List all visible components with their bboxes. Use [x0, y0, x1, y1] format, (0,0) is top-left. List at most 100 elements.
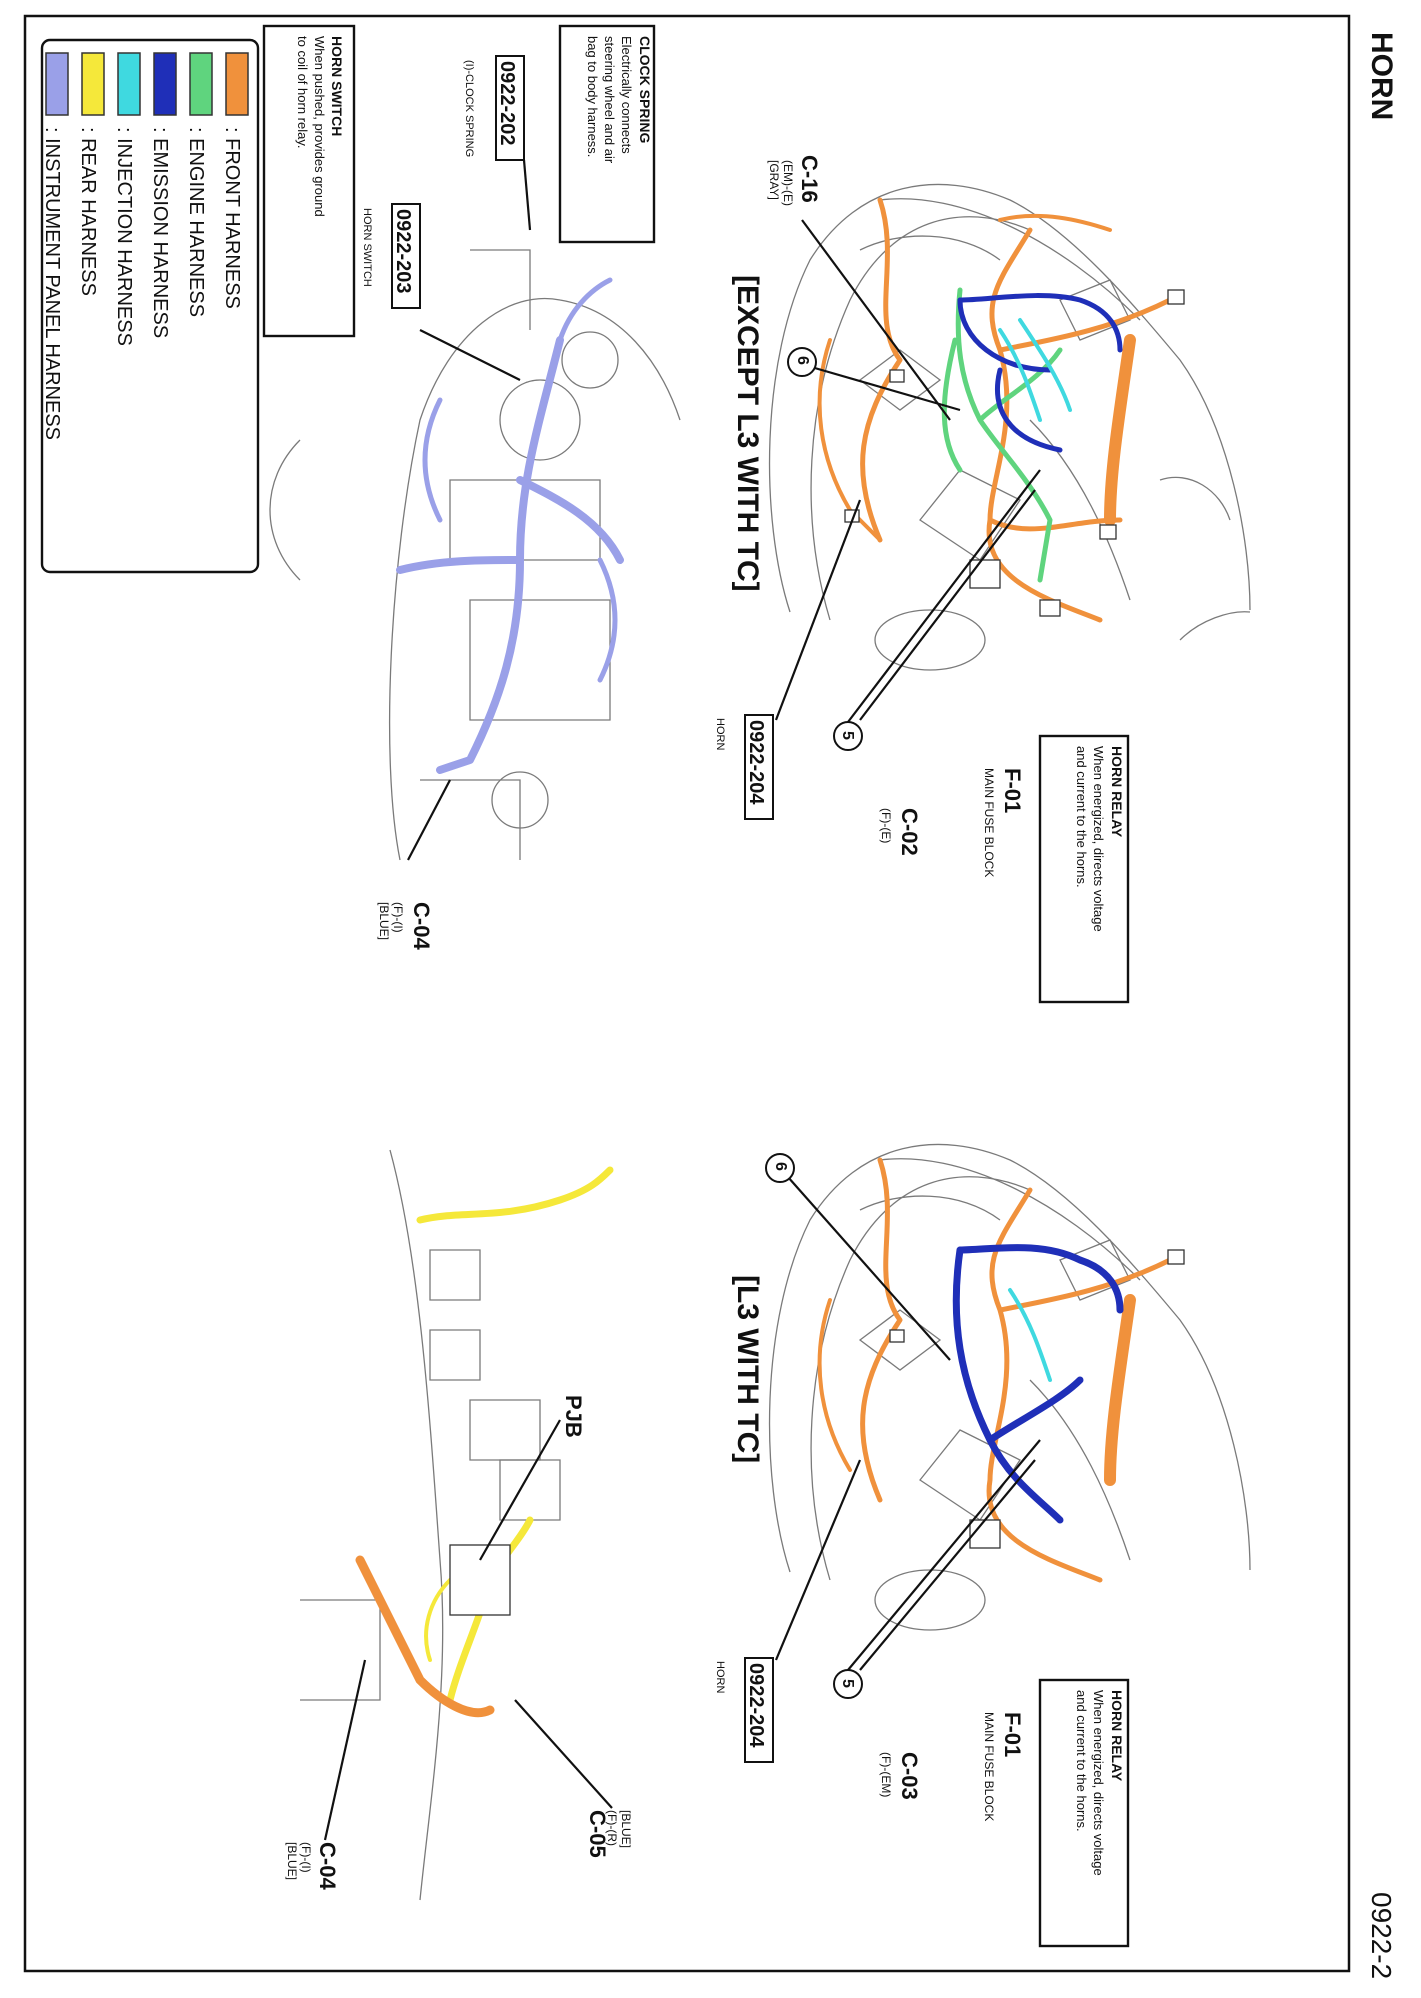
svg-text:[BLUE]: [BLUE]: [619, 1810, 633, 1848]
svg-text:C-03: C-03: [897, 1752, 922, 1800]
svg-text:(F)-(I): (F)-(I): [391, 902, 405, 933]
legend-item-emission: : EMISSION HARNESS: [149, 52, 177, 338]
harnesses-except: [817, 197, 1173, 623]
svg-text:When energized, directs voltag: When energized, directs voltage: [1091, 1690, 1106, 1876]
horn-relay-note-1: HORN RELAY When energized, directs volta…: [1038, 734, 1130, 1004]
callout-6-with: 6: [765, 1153, 795, 1183]
legend-item-engine: : ENGINE HARNESS: [185, 52, 213, 317]
svg-text:6: 6: [772, 1162, 789, 1171]
svg-text:MAIN FUSE BLOCK: MAIN FUSE BLOCK: [982, 768, 996, 877]
legend-item-injection: : INJECTION HARNESS: [113, 52, 141, 346]
svg-text:When pushed, provides ground: When pushed, provides ground: [312, 36, 327, 217]
svg-text:(F)-(R): (F)-(R): [605, 1810, 619, 1846]
svg-text:5: 5: [839, 1679, 856, 1688]
engine-harness-except: [941, 287, 1063, 583]
svg-text:(F)-(I): (F)-(I): [299, 1842, 313, 1873]
emission-harness-with: [952, 1244, 1124, 1524]
svg-text:F-01: F-01: [1000, 768, 1025, 813]
svg-text:and current to the horns.: and current to the horns.: [1074, 1690, 1089, 1832]
svg-text:HORN SWITCH: HORN SWITCH: [329, 36, 345, 136]
svg-text:F-01: F-01: [1000, 1712, 1025, 1757]
connector-label-f01-a: F-01 MAIN FUSE BLOCK: [982, 768, 1025, 877]
pjb-label: PJB: [561, 1395, 586, 1438]
emission-harness-except: [957, 293, 1123, 453]
svg-text:: INJECTION HARNESS: : INJECTION HARNESS: [113, 127, 135, 346]
svg-text:HORN: HORN: [714, 1661, 726, 1693]
svg-text:CLOCK SPRING: CLOCK SPRING: [637, 36, 653, 143]
ref-0922-204-a: 0922-204 HORN: [714, 714, 774, 820]
injection-harness-with: [1008, 1288, 1052, 1382]
svg-text:[BLUE]: [BLUE]: [285, 1842, 299, 1880]
engine-bay-outline-except: [768, 183, 1251, 671]
svg-text:HORN RELAY: HORN RELAY: [1109, 1690, 1125, 1782]
instrument-panel-outline: [269, 249, 681, 861]
svg-text:steering wheel and air: steering wheel and air: [602, 36, 617, 164]
svg-text:: EMISSION HARNESS: : EMISSION HARNESS: [149, 127, 171, 338]
svg-text:6: 6: [794, 356, 811, 365]
page-number: 0922-2: [1366, 1892, 1397, 1979]
svg-text:5: 5: [839, 731, 856, 740]
page-title: HORN: [1365, 32, 1398, 120]
harness-legend: : FRONT HARNESS : ENGINE HARNESS : EMISS…: [40, 38, 260, 574]
connector-label-c02: C-02 (F)-(E): [879, 808, 922, 856]
harnesses-with: [817, 1157, 1173, 1583]
connector-label-c03: C-03 (F)-(EM): [879, 1752, 922, 1800]
svg-text:(F)-(EM): (F)-(EM): [879, 1752, 893, 1797]
ref-0922-203: 0922-203 HORN SWITCH: [361, 203, 421, 309]
connector-label-f01-b: F-01 MAIN FUSE BLOCK: [982, 1712, 1025, 1821]
svg-text:(EM)-(E): (EM)-(E): [781, 160, 795, 206]
connector-label-c04-b: C-04 (F)-(I) [BLUE]: [285, 1842, 340, 1890]
horn-switch-note: HORN SWITCH When pushed, provides ground…: [262, 24, 356, 338]
callout-5-with: 5: [833, 1669, 863, 1699]
svg-text:C-02: C-02: [897, 808, 922, 856]
front-harness-with: [860, 1157, 1173, 1583]
connector-label-c04-a: C-04 (F)-(I) [BLUE]: [377, 902, 434, 950]
svg-text:C-05: C-05: [585, 1810, 610, 1858]
view-title-except-l3-with-tc: [EXCEPT L3 WITH TC]: [731, 275, 764, 592]
rear-body-outline: [300, 1149, 561, 1901]
rear-harness-view: [355, 1166, 614, 1718]
page-frame: [23, 14, 1351, 1973]
svg-text:: FRONT HARNESS: : FRONT HARNESS: [221, 127, 243, 309]
svg-text:C-04: C-04: [409, 902, 434, 950]
svg-text:HORN RELAY: HORN RELAY: [1109, 746, 1125, 838]
svg-text:and current to the horns.: and current to the horns.: [1074, 746, 1089, 888]
callout-5-except: 5: [833, 721, 863, 751]
horn-relay-note-2: HORN RELAY When energized, directs volta…: [1038, 1678, 1130, 1948]
pjb-box: [449, 1544, 511, 1616]
callout-6-except: 6: [787, 347, 817, 377]
connector-label-c05: C-05 (F)-(R) [BLUE]: [585, 1810, 633, 1858]
svg-text:: REAR HARNESS: : REAR HARNESS: [77, 127, 99, 296]
legend-item-front: : FRONT HARNESS: [221, 52, 249, 309]
ref-0922-204-b: 0922-204 HORN: [714, 1657, 774, 1763]
connector-stubs-with: [889, 1249, 1185, 1549]
engine-bay-outline-with: [768, 1143, 1251, 1631]
instrument-panel-harness: [396, 277, 624, 774]
svg-text:Electrically connects: Electrically connects: [619, 36, 634, 154]
svg-text:: ENGINE HARNESS: : ENGINE HARNESS: [185, 127, 207, 317]
ref-0922-202: 0922-202 (I)-CLOCK SPRING: [463, 55, 525, 161]
svg-text:: INSTRUMENT PANEL HARNESS: : INSTRUMENT PANEL HARNESS: [41, 127, 63, 440]
svg-text:0922-203: 0922-203: [392, 209, 414, 294]
svg-text:(F)-(E): (F)-(E): [879, 808, 893, 843]
svg-text:(I)-CLOCK SPRING: (I)-CLOCK SPRING: [463, 60, 475, 157]
svg-text:C-04: C-04: [315, 1842, 340, 1890]
svg-text:When energized, directs voltag: When energized, directs voltage: [1091, 746, 1106, 932]
svg-text:MAIN FUSE BLOCK: MAIN FUSE BLOCK: [982, 1712, 996, 1821]
connector-stubs-except: [844, 289, 1185, 617]
injection-harness-except: [998, 318, 1072, 422]
svg-text:C-16: C-16: [797, 155, 822, 203]
svg-text:to coil of horn relay.: to coil of horn relay.: [295, 36, 310, 148]
svg-text:[GRAY]: [GRAY]: [767, 160, 781, 200]
svg-text:bag to body harness.: bag to body harness.: [585, 36, 600, 157]
leader-lines: [323, 159, 1041, 1841]
legend-item-rear: : REAR HARNESS: [77, 52, 105, 296]
svg-text:0922-204: 0922-204: [745, 720, 767, 805]
connector-label-c16: C-16 (EM)-(E) [GRAY]: [767, 155, 822, 206]
view-title-l3-with-tc: [L3 WITH TC]: [731, 1275, 764, 1463]
legend-item-instrument-panel: : INSTRUMENT PANEL HARNESS: [41, 52, 69, 440]
svg-text:HORN SWITCH: HORN SWITCH: [361, 208, 373, 287]
clock-spring-note: CLOCK SPRING Electrically connects steer…: [558, 24, 656, 244]
svg-text:[BLUE]: [BLUE]: [377, 902, 391, 940]
